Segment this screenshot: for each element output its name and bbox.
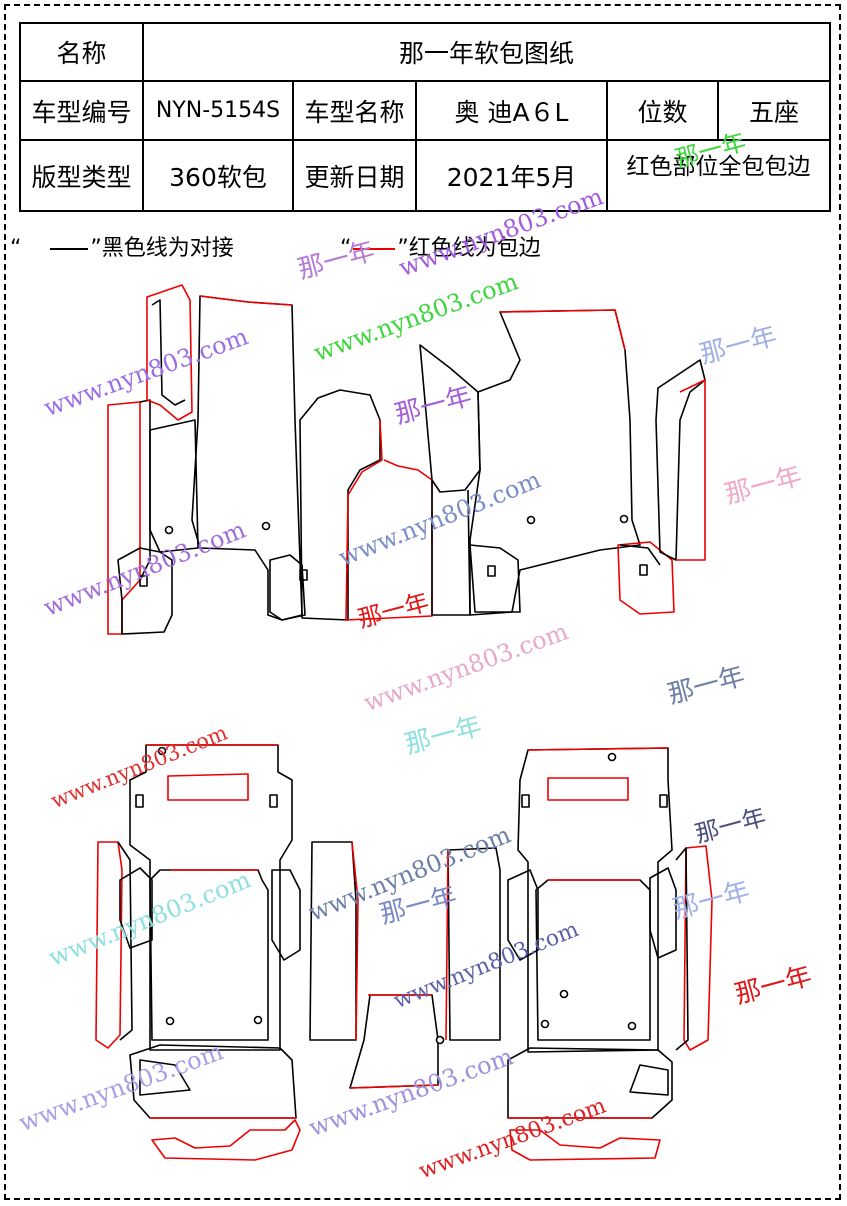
pattern-type: 360软包 [142,139,294,212]
lower-left-main-mat [129,744,293,1051]
legend-red-line [353,248,396,250]
upper-left-main-mat [117,295,308,635]
dashed-page-border [4,4,841,1200]
update-date: 2021年5月 [415,139,608,212]
seats-label: 位数 [606,80,719,141]
upper-left-pillar-piece [146,284,193,421]
spec-row-model: 车型编号 NYN-5154S 车型名称 奥 迪A６L 位数 五座 [19,80,832,141]
legend-black-line [50,248,89,250]
upper-bolt-holes [164,514,629,535]
model-code: NYN-5154S [142,80,294,141]
lower-right-side-strip [507,867,677,961]
lower-right-main-mat [517,747,673,1053]
lower-left-outer-strip [95,841,133,1049]
upper-right-pillar-piece [655,359,706,561]
lower-left-rear-panel [129,1044,297,1119]
spec-table: 名称 那一年软包图纸 车型编号 NYN-5154S 车型名称 奥 迪A６L 位数… [19,22,832,212]
model-name-label: 车型名称 [292,80,417,141]
lower-bolt-holes [157,746,637,1045]
lower-center-tunnel [349,994,439,1089]
upper-center-right-panel [419,344,481,616]
upper-center-left-panel [299,389,433,621]
legend-red-quote: “ [340,236,352,261]
model-code-label: 车型编号 [19,80,144,141]
pattern-type-label: 版型类型 [19,139,144,212]
legend-black-quote: “ [10,236,22,261]
upper-right-main-mat [469,309,675,616]
legend-red: “ ”红色线为包边 [340,230,541,262]
lower-left-trunk-lip [151,1119,301,1161]
legend-red-text: ”红色线为包边 [397,236,541,261]
binding-note: 红色部位全包包边 [605,139,832,212]
lower-left-side-strip [119,867,301,961]
lower-right-outer-strip [675,845,713,1051]
lower-center-left-strip [309,841,359,1041]
update-date-label: 更新日期 [292,139,417,212]
spec-row-type: 版型类型 360软包 更新日期 2021年5月 红色部位全包包边 [19,139,832,212]
lower-center-right-strip [445,847,501,1041]
lower-right-trunk-lip [509,1129,661,1161]
name-label: 名称 [19,22,144,82]
upper-left-outer-strip [107,399,151,635]
lower-right-rear-panel [507,1047,673,1119]
legend-black-text: ”黑色线为对接 [90,236,234,261]
seats-value: 五座 [716,80,832,141]
legend-black: “ ”黑色线为对接 [10,230,234,262]
spec-row-title: 名称 那一年软包图纸 [19,22,832,82]
model-name: 奥 迪A６L [415,80,608,141]
drawing-title: 那一年软包图纸 [141,22,832,82]
